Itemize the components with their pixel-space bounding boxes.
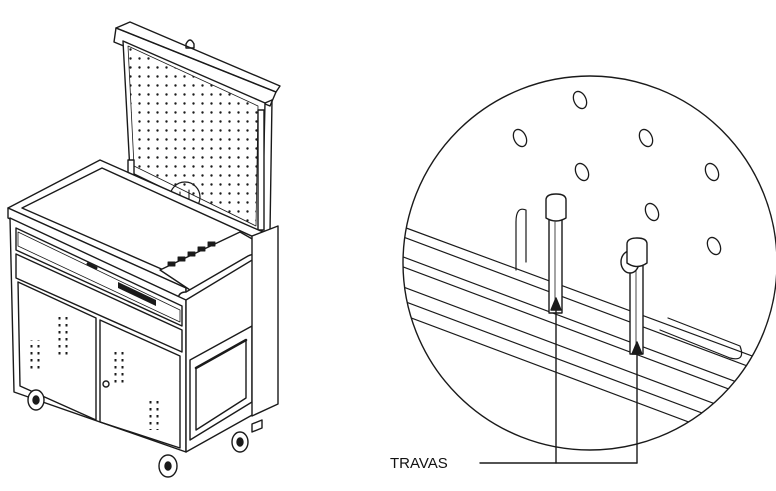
- cart-casters: [27, 389, 263, 478]
- lock-pins-detail-view: TRAVAS: [390, 75, 776, 472]
- left-slot-guide: [515, 208, 527, 271]
- pegboard-panel: [113, 21, 281, 237]
- cart-body: [9, 217, 279, 453]
- left-pin-arrowhead: [550, 297, 562, 311]
- travas-label: TRAVAS: [390, 455, 448, 472]
- detail-view-circle: [402, 75, 776, 451]
- right-slot-guide: [659, 317, 743, 360]
- callout-leader-lines: [479, 297, 643, 464]
- tool-cart-illustration: [7, 21, 281, 478]
- right-pin-arrowhead: [631, 341, 643, 355]
- right-lock-pin: [620, 237, 648, 355]
- pegboard-holes: [512, 90, 722, 256]
- left-lock-pin: [545, 193, 567, 314]
